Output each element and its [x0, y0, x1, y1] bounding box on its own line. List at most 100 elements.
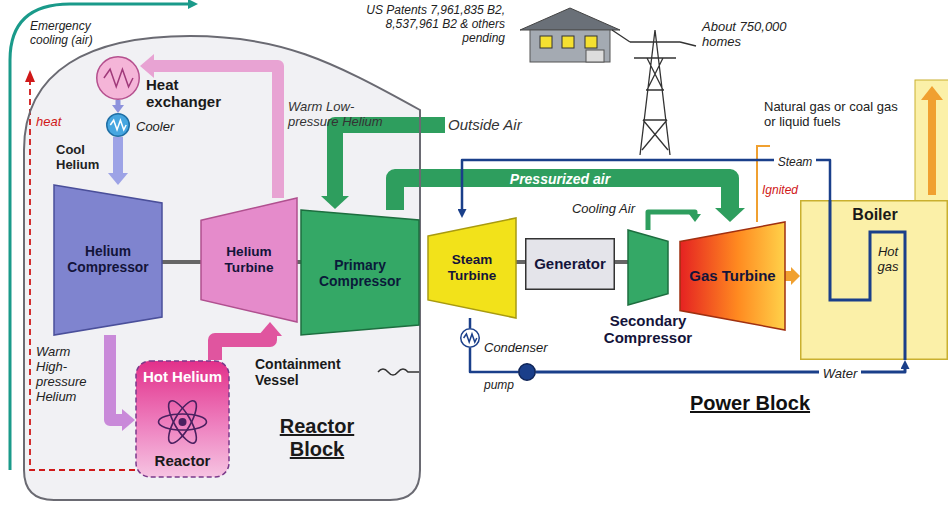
leader-line — [378, 369, 419, 375]
text-holder: Ignited — [762, 180, 812, 198]
flow-label: Steam — [774, 156, 817, 170]
exhaust-stack — [921, 86, 943, 100]
component-label: Reactor — [155, 452, 211, 469]
flow-label: Warm High-pressure Helium — [36, 345, 98, 405]
text-holder: Natural gas or coal gas or liquid fuels — [764, 100, 909, 130]
generator-shape — [526, 239, 615, 290]
house-icon — [520, 8, 620, 62]
vessel-ground — [24, 36, 420, 500]
text-holder: Primary Compressor — [301, 210, 419, 335]
vessel-label: Containment Vessel — [255, 356, 375, 388]
note: Emergency cooling (air) — [30, 20, 96, 48]
flow-label: Water — [819, 367, 861, 382]
atom-orbit — [164, 397, 202, 447]
hot-gas-flow — [785, 271, 791, 281]
flow-label: Pressurized air — [506, 171, 614, 187]
flow-label: Warm Low-pressure Helium — [288, 100, 388, 130]
text-holder: Condenser — [484, 338, 564, 356]
house-icon — [520, 8, 620, 30]
shaft — [516, 260, 525, 264]
text-holder: Emergency cooling (air) — [30, 20, 96, 48]
helium-compressor: Helium Compressor — [54, 185, 162, 335]
outside-air-arrow — [321, 125, 445, 209]
text-holder: US Patents 7,961,835 B2, 8,537,961 B2 & … — [345, 4, 505, 46]
pump: pump — [518, 363, 536, 381]
note: About 750,000 homes — [702, 20, 798, 50]
text-holder: Pressurized air — [500, 170, 620, 188]
text-holder: pump — [472, 375, 514, 393]
component-label: Secondary Compressor — [588, 312, 708, 347]
shaft — [615, 260, 628, 264]
transmission-tower — [612, 30, 696, 155]
component-label: pump — [484, 379, 514, 393]
text-holder: Boiler — [840, 206, 910, 224]
helium-turbine: Helium Turbine — [201, 198, 297, 322]
component-label: Hot Helium — [143, 368, 222, 385]
condenser: Condenser — [460, 328, 480, 348]
containment-vessel: Heat exchangerCoolerHelium Compressor Hel… — [22, 34, 422, 502]
secondary-compressor-shape — [628, 230, 668, 305]
text-holder: Heat exchanger — [146, 76, 246, 112]
exhaust-stack — [915, 80, 948, 202]
containment-vessel-shape — [24, 36, 420, 500]
boiler-outline — [800, 200, 948, 360]
component-label: Cooler — [136, 120, 174, 135]
cooler: Cooler — [106, 113, 130, 137]
text-holder: Warm High-pressure Helium — [36, 345, 98, 405]
component-label: Steam Turbine — [428, 252, 516, 283]
secondary-compressor: Secondary Compressor — [628, 230, 668, 305]
cooler-shape — [107, 114, 130, 137]
text-holder: Power Block — [690, 392, 840, 415]
text-holder: Water — [815, 364, 865, 382]
block-title: Reactor Block — [262, 415, 372, 461]
shaft — [162, 260, 201, 264]
text-holder: heat — [36, 112, 68, 130]
text-holder: Hot Helium — [135, 368, 230, 386]
exhaust-stack — [928, 100, 936, 195]
air-flow — [648, 212, 695, 230]
heat-exchanger-shape — [97, 57, 140, 100]
text-holder: Cool Helium — [56, 143, 108, 173]
boiler: BoilerHot gas — [800, 200, 948, 360]
exhaust-stack — [915, 80, 948, 202]
helium-flow — [110, 335, 122, 420]
steam-line — [469, 318, 472, 328]
atom-symbol — [159, 397, 207, 447]
text-holder: Cooling Air — [545, 199, 635, 217]
text-holder: Reactor — [135, 452, 230, 470]
coil-symbol — [464, 334, 477, 342]
boiler-tube — [830, 200, 905, 360]
flow-label: Ignited — [762, 184, 798, 198]
house-icon — [562, 36, 574, 48]
text-holder: Cooler — [136, 117, 186, 135]
atom-orbit — [159, 414, 207, 430]
heat-exchanger-outline — [96, 56, 140, 100]
text-holder: Generator — [525, 238, 615, 290]
condenser-outline — [460, 328, 480, 348]
reactor: Hot HeliumReactor — [135, 360, 230, 478]
atom-core — [179, 418, 187, 426]
patent-note: US Patents 7,961,835 B2, 8,537,961 B2 & … — [345, 4, 505, 45]
pump-outline — [518, 363, 536, 381]
helium-turbine-shape — [201, 198, 297, 322]
helium-flow — [116, 100, 121, 105]
component-label: Generator — [534, 255, 606, 272]
text-holder: About 750,000 homes — [702, 20, 798, 50]
text-holder: Helium Turbine — [201, 198, 297, 322]
component-label: Helium Compressor — [54, 244, 162, 276]
house-icon — [530, 30, 610, 62]
flow-label: Cool Helium — [56, 143, 108, 173]
text-holder: Steam — [770, 152, 820, 170]
house-icon — [585, 36, 597, 48]
steam-turbine-shape — [428, 218, 516, 318]
text-holder: Gas Turbine — [680, 222, 785, 330]
gas-turbine: Gas Turbine — [680, 222, 785, 330]
flow-label: heat — [36, 115, 61, 130]
flow-label: Cooling Air — [572, 202, 635, 217]
component-label: Condenser — [484, 341, 548, 356]
steam-turbine: Steam Turbine — [428, 218, 516, 318]
component-label: Helium Turbine — [201, 244, 297, 275]
helium-compressor-shape — [54, 185, 162, 335]
